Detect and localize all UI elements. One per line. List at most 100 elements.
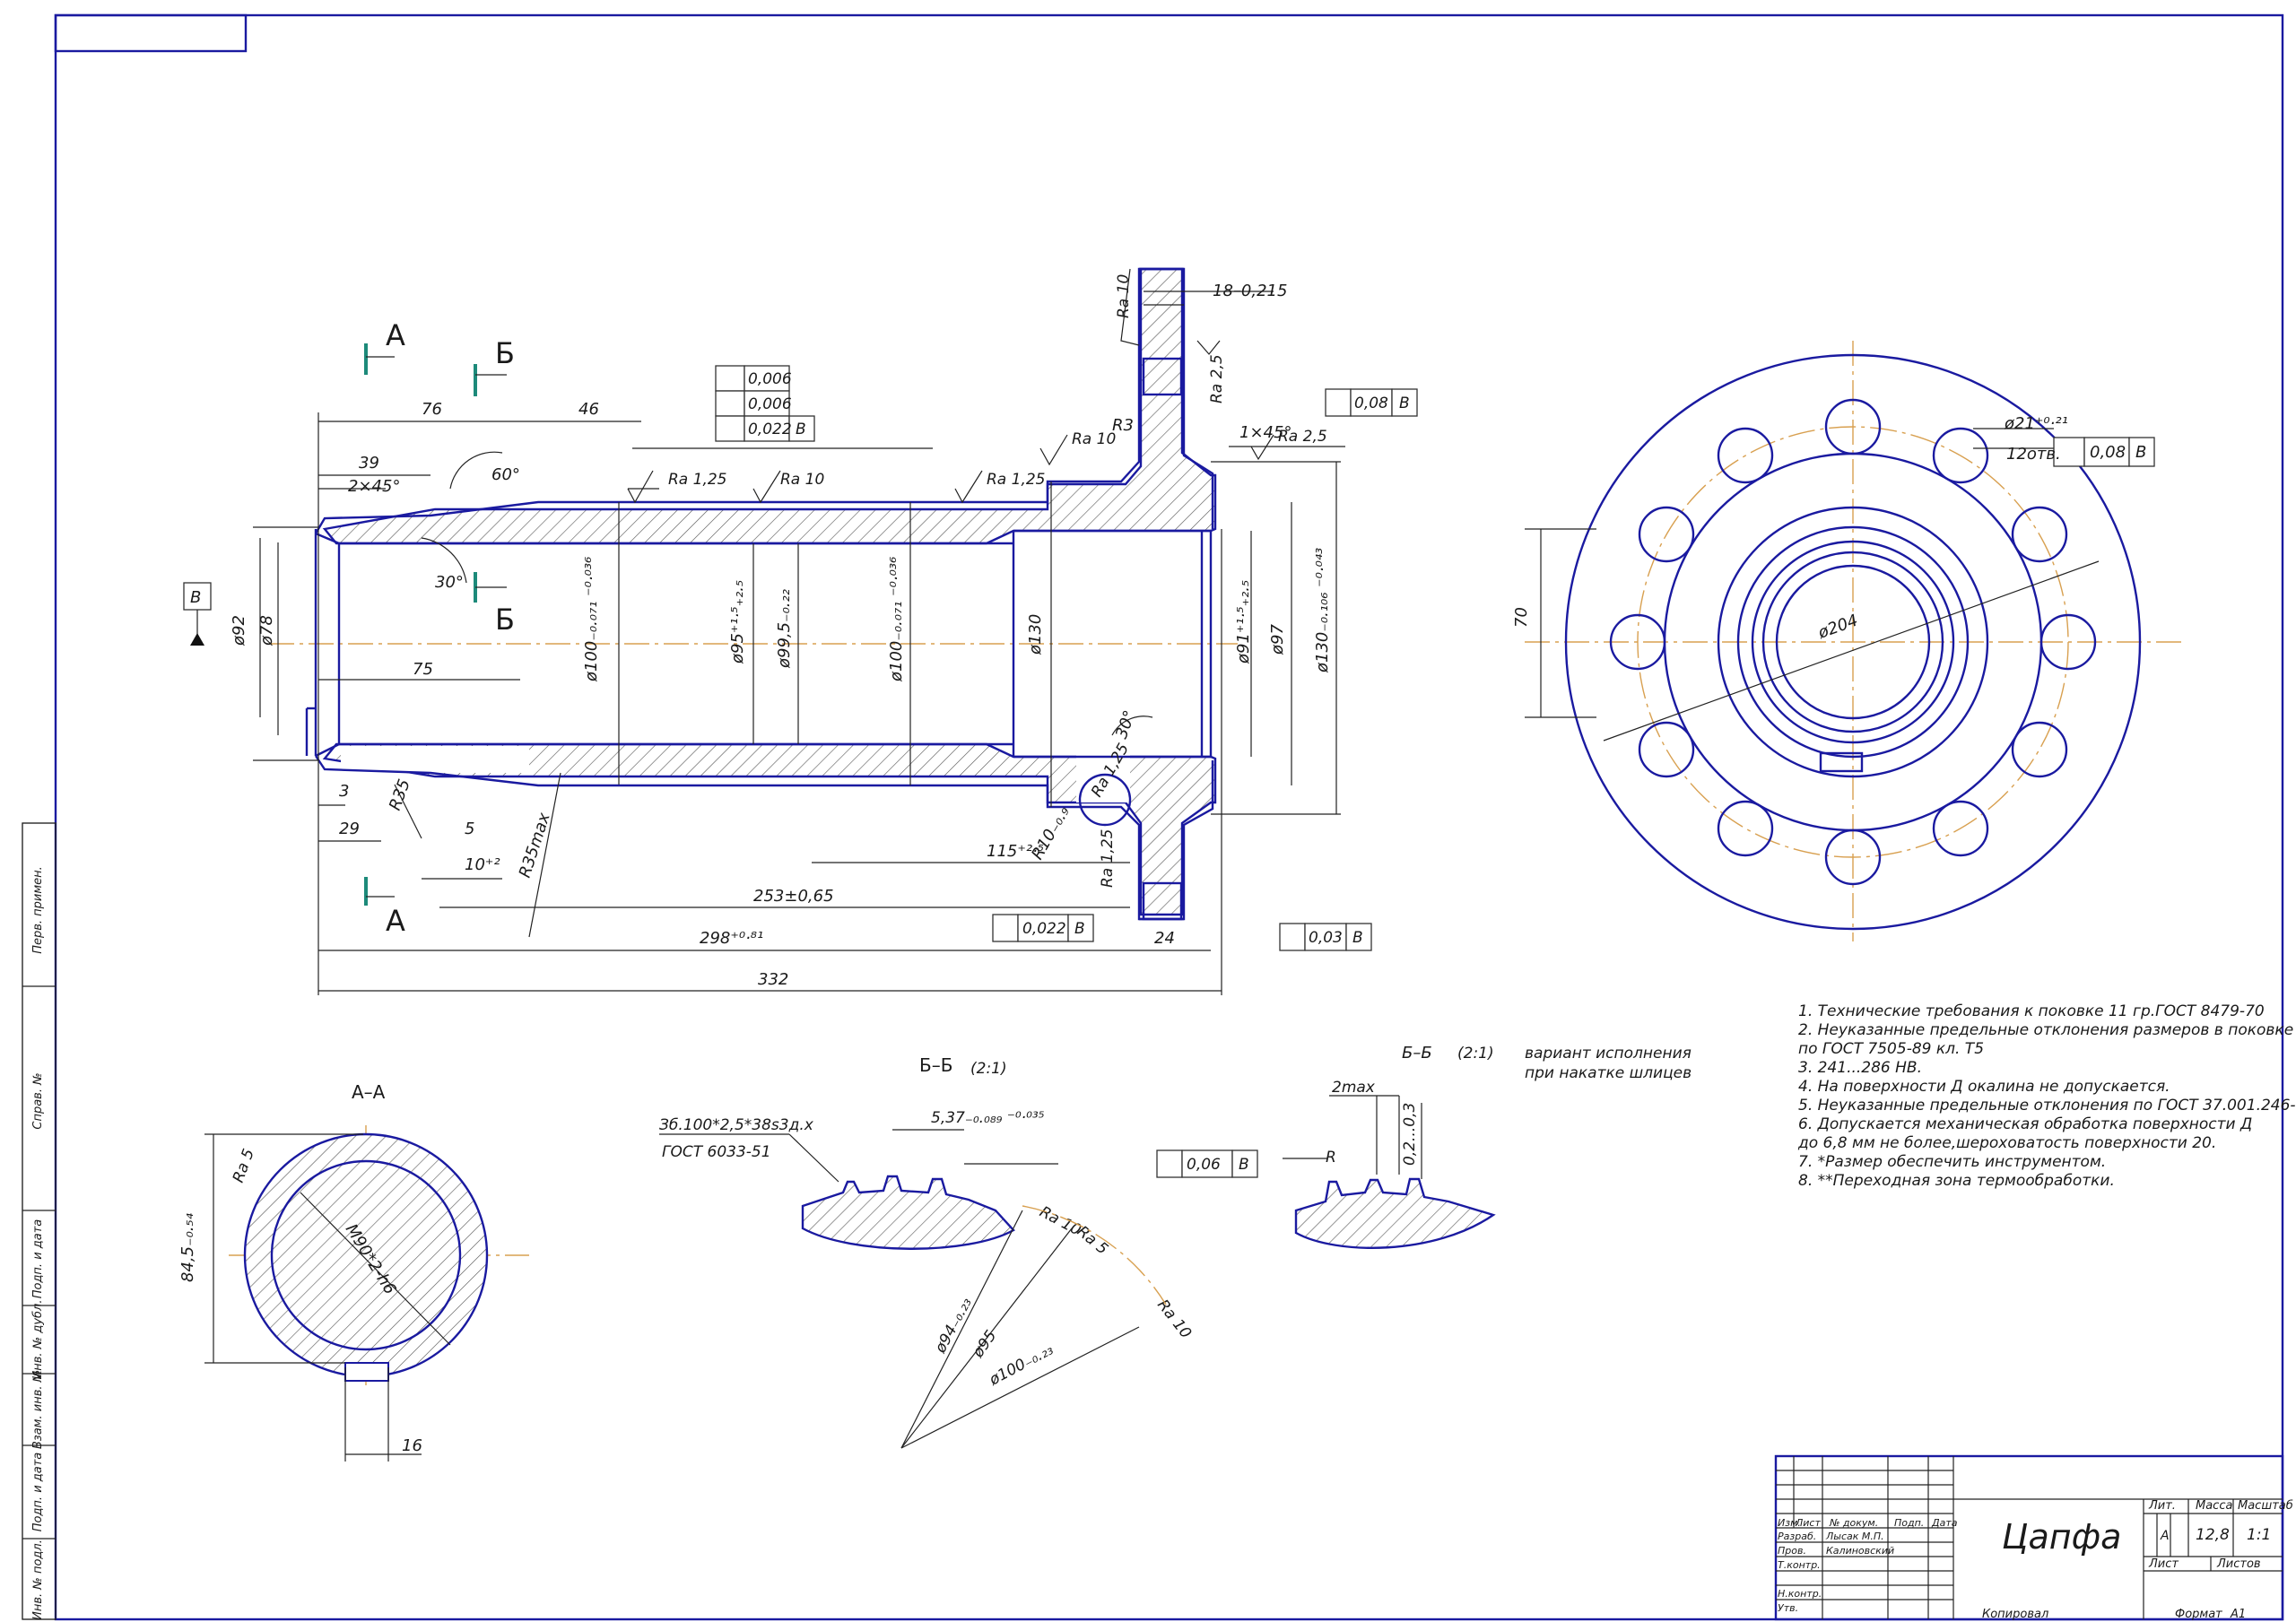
tol-6-base: В	[1352, 929, 1363, 947]
dim-332: 332	[758, 970, 788, 989]
note-2: 2. Неуказанные предельные отклонения раз…	[1798, 1021, 2293, 1039]
dim-70: 70	[1512, 607, 1531, 628]
section-bb2-title: Б–Б	[1402, 1044, 1432, 1063]
tol-6: 0,03	[1309, 929, 1343, 947]
dim-r-symbol: R	[1326, 1149, 1336, 1167]
stamp-orig-inv: Инв. № подл.	[31, 1540, 45, 1620]
roughness-5: Ra 10	[1115, 274, 1133, 318]
roughness-13: Ra 10	[1153, 1297, 1195, 1342]
spline-spec-1: Зб.100*2,5*38s3д.х	[659, 1116, 814, 1134]
title-block	[1774, 1454, 2284, 1621]
dim-r10: R10₋₀.₉	[1028, 803, 1074, 863]
tolerance-frames: 0,006 0,006 0,022 В 0,08 В 0,022 В 0,03 …	[632, 365, 1418, 1178]
dim-46: 46	[578, 400, 599, 419]
format-label: Формат	[2175, 1608, 2222, 1621]
note-7: 7. *Размер обеспечить инструментом.	[1798, 1153, 2106, 1171]
dim-r35: R35	[386, 776, 414, 812]
sheets-label: Листов	[2216, 1557, 2261, 1571]
role-checker: Пров.	[1778, 1545, 1806, 1557]
role-developer: Разраб.	[1778, 1531, 1816, 1542]
tol-7: 0,08	[2090, 443, 2126, 462]
dim-phi130b: ø130₋₀.₁₀₆ ⁻⁰·⁰⁴³	[1313, 548, 1332, 673]
section-bb-title: Б–Б	[919, 1054, 952, 1076]
dim-5: 5	[465, 820, 474, 838]
lit-value: А	[2160, 1529, 2170, 1543]
dim-phi91: ø91⁺¹·⁵₊₂.₅	[1234, 580, 1253, 664]
tol-8-base: В	[1239, 1156, 1249, 1174]
note-3: 3. 241...286 НВ.	[1798, 1059, 1922, 1077]
section-b-mid: Б	[495, 603, 515, 637]
dim-29: 29	[339, 820, 360, 838]
dim-angle-30: 30°	[435, 573, 464, 592]
role-approved: Утв.	[1778, 1602, 1798, 1614]
dim-phi95: ø95⁺¹·⁵₊₂.₅	[728, 580, 747, 664]
section-markers: В А Б Б А	[183, 318, 515, 938]
scale-value: 1:1	[2247, 1526, 2271, 1544]
flange-view	[1525, 341, 2181, 941]
section-aa: А–А 84,5₋₀.₅₄ М90*2-h6 16	[178, 1081, 529, 1462]
tol-5-base: В	[1074, 920, 1085, 938]
roughness-10: Ra 5	[230, 1147, 258, 1185]
dim-537: 5,37₋₀.₀₈₉ ⁻⁰·⁰³⁵	[931, 1109, 1045, 1127]
dim-chamfer-2x45: 2×45°	[348, 477, 400, 496]
main-dimension-lines	[253, 291, 1345, 995]
name-developer: Лысак М.П.	[1825, 1531, 1884, 1542]
dim-76: 76	[422, 400, 442, 419]
mass-label: Масса	[2196, 1499, 2232, 1513]
roughness-7: Ra 2,5	[1278, 428, 1327, 446]
shaft-outline-top	[314, 267, 1214, 534]
dim-39: 39	[359, 454, 379, 473]
stamp-sign-date-1: Подп. и дата	[31, 1219, 45, 1299]
stamp-sign-date-2: Подп. и дата	[31, 1453, 45, 1532]
dim-18: 18–0,215	[1213, 282, 1287, 300]
stamp-first-use: Перв. примен.	[31, 866, 45, 954]
shaft-outline-bottom	[315, 755, 1214, 921]
header-date: Дата	[1931, 1517, 1958, 1529]
dim-phi92: ø92	[230, 615, 248, 646]
tol-4: 0,08	[1354, 395, 1388, 412]
dim-phi78: ø78	[257, 615, 276, 646]
scale-label: Масштаб	[2238, 1499, 2293, 1513]
dim-phi99: ø99,5₋₀.₂₂	[775, 589, 794, 669]
dim-aa-16: 16	[402, 1436, 422, 1455]
dim-phi130: ø130	[1026, 614, 1045, 655]
header-sign: Подп.	[1894, 1517, 1924, 1529]
tol-5: 0,022	[1022, 920, 1066, 938]
dim-angle-60: 60°	[491, 465, 520, 484]
dim-phi204: ø204	[1815, 611, 1861, 643]
dim-298: 298⁺⁰·⁸¹	[700, 929, 763, 948]
note-8: 8. **Переходная зона термообработки.	[1798, 1172, 2115, 1190]
dim-253: 253±0,65	[753, 887, 834, 906]
dim-phi100a: ø100₋₀.₀₇₁ ⁻⁰·⁰³⁶	[582, 557, 601, 682]
header-doc: № докум.	[1829, 1517, 1878, 1529]
section-bb: Б–Б (2:1) Зб.100*2,5*38s3д.х ГОСТ 6033-5…	[659, 1054, 1167, 1449]
tol-3-base: В	[796, 421, 806, 438]
dim-115: 115⁺²·⁵	[987, 842, 1044, 861]
roughness-1: Ra 1,25	[668, 471, 727, 489]
dim-phi100c: ø100₋₀.₂₃	[986, 1340, 1057, 1390]
dim-24: 24	[1154, 929, 1175, 948]
sheet-label: Лист	[2148, 1557, 2179, 1571]
role-tcontrol: Т.контр.	[1778, 1559, 1821, 1571]
variant-line-1: вариант исполнения	[1525, 1045, 1692, 1063]
note-6: 6. Допускается механическая обработка по…	[1798, 1115, 2252, 1133]
technical-notes: 1. Технические требования к поковке 11 г…	[1797, 1002, 2296, 1190]
section-aa-title: А–А	[352, 1081, 386, 1103]
section-b-top: Б	[495, 336, 515, 370]
tol-2: 0,006	[748, 395, 792, 413]
dim-phi94: ø94₋₀.₂₃	[931, 1295, 976, 1357]
dim-phi21: ø21⁺⁰·²¹	[2004, 414, 2068, 433]
dim-02-03: 0,2...0,3	[1401, 1103, 1419, 1166]
note-2b: по ГОСТ 7505-89 кл. Т5	[1798, 1040, 1984, 1058]
stamp-repl-inv: Взам. инв. №	[31, 1370, 45, 1449]
note-6b: до 6,8 мм не более,шероховатость поверхн…	[1797, 1134, 2216, 1152]
stamp-ref-no: Справ. №	[31, 1072, 45, 1129]
dim-phi95b: ø95	[969, 1327, 1000, 1362]
tol-3: 0,022	[748, 421, 792, 438]
format-value: А1	[2230, 1608, 2246, 1621]
roughness-4: Ra 10	[1072, 430, 1116, 448]
flange-dim-text: ø204 70 ø21⁺⁰·²¹ 12отв. 0,08 В	[1512, 414, 2146, 643]
section-bb2-scale: (2:1)	[1457, 1045, 1494, 1063]
header-izm: Изм.	[1778, 1517, 1801, 1529]
drawing-title: Цапфа	[2002, 1517, 2121, 1557]
